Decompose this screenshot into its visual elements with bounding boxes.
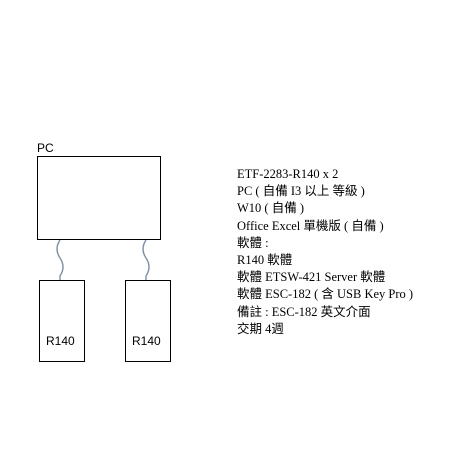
spec-line: PC ( 自備 I3 以上 等級 ) xyxy=(237,184,365,199)
pc-box xyxy=(37,156,161,240)
spec-line: R140 軟體 xyxy=(237,253,293,268)
spec-line: ETF-2283-R140 x 2 xyxy=(237,167,339,181)
spec-line: 軟體 ESC-182 ( 含 USB Key Pro ) xyxy=(237,287,414,302)
spec-line: 軟體 : xyxy=(237,235,269,250)
device-label: R140 xyxy=(46,334,75,348)
r140-device-2: R140 xyxy=(125,280,171,362)
spec-line: 備註 : ESC-182 英文介面 xyxy=(237,304,371,319)
pc-label: PC xyxy=(37,141,54,155)
cable-left xyxy=(56,239,64,280)
r140-device-1: R140 xyxy=(39,280,85,362)
device-label: R140 xyxy=(132,334,161,348)
spec-line: W10 ( 自備 ) xyxy=(237,201,304,216)
spec-line: Office Excel 單機版 ( 自備 ) xyxy=(237,218,384,233)
spec-list: ETF-2283-R140 x 2 PC ( 自備 I3 以上 等級 ) W10… xyxy=(237,166,413,338)
spec-line: 交期 4週 xyxy=(237,321,284,336)
cable-right xyxy=(142,239,150,280)
spec-line: 軟體 ETSW-421 Server 軟體 xyxy=(237,270,386,285)
